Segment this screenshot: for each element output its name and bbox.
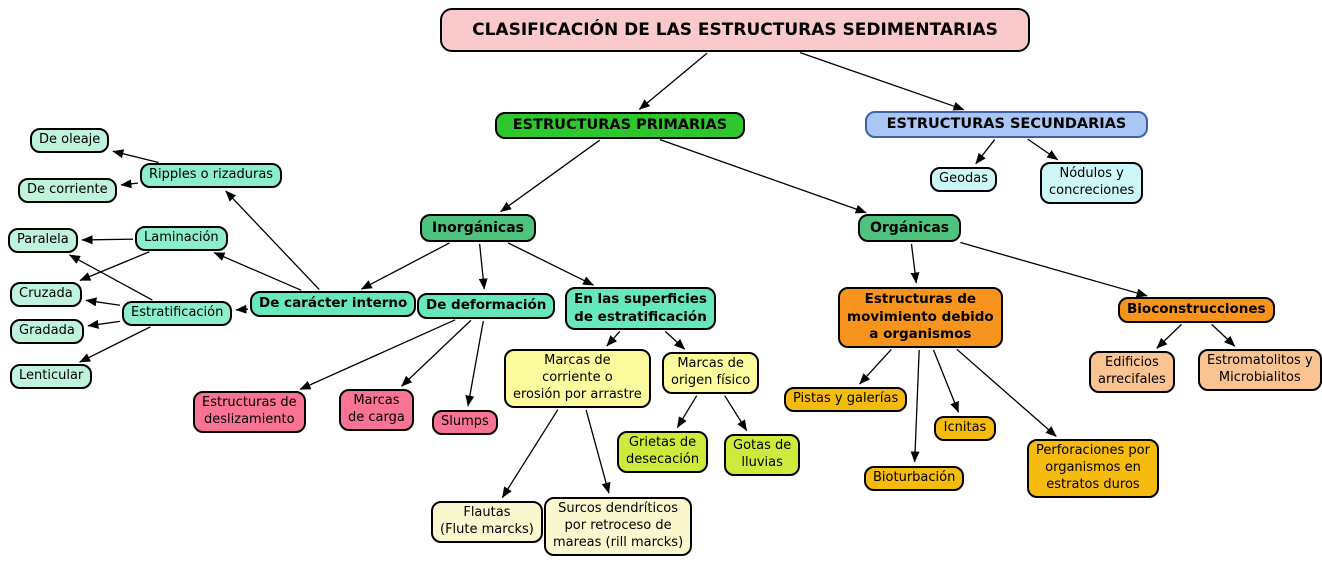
node-estratificacion[interactable]: Estratificación [122, 301, 233, 326]
edge-inorganicas-to-deformacion [478, 243, 488, 290]
node-flautas-flute-marcks[interactable]: Flautas (Flute marcks) [431, 501, 543, 543]
edge-estratificacion-to-lenticular [79, 326, 151, 363]
edge-marcas_origen-to-grietas [676, 395, 698, 429]
node-laminacion[interactable]: Laminación [135, 226, 228, 251]
node-estructuras-de-deslizamiento[interactable]: Estructuras de deslizamiento [193, 391, 306, 433]
node-organicas[interactable]: Orgánicas [858, 214, 962, 243]
edge-title-to-secundarias [799, 52, 965, 111]
node-cruzada[interactable]: Cruzada [10, 282, 82, 307]
node-nodulos-y-concreciones[interactable]: Nódulos y concreciones [1040, 162, 1144, 204]
edge-movimiento-to-icnitas [932, 349, 960, 413]
node-de-oleaje[interactable]: De oleaje [30, 128, 110, 153]
node-marcas-de-corriente-o-erosion[interactable]: Marcas de corriente o erosión por arrast… [504, 349, 651, 408]
node-de-caracter-interno[interactable]: De carácter interno [250, 291, 417, 317]
edge-primarias-to-organicas [659, 139, 867, 214]
edge-secundarias-to-nodulos [1027, 138, 1059, 161]
edge-superficies-to-marcas_corriente [606, 331, 621, 347]
node-ripples-o-rizaduras[interactable]: Ripples o rizaduras [140, 163, 283, 188]
edge-deformacion-to-deslizamiento [299, 319, 456, 390]
node-bioconstrucciones[interactable]: Bioconstrucciones [1118, 297, 1275, 323]
node-estructuras-primarias[interactable]: ESTRUCTURAS PRIMARIAS [495, 112, 745, 139]
node-icnitas[interactable]: Icnitas [934, 416, 996, 441]
edge-inorganicas-to-caracter_interno [360, 242, 450, 290]
edge-caracter_interno-to-laminacion [213, 251, 302, 291]
node-lenticular[interactable]: Lenticular [10, 364, 93, 389]
edge-title-to-primarias [638, 52, 708, 110]
node-marcas-de-carga[interactable]: Marcas de carga [339, 389, 414, 431]
edge-deformacion-to-slumps [465, 320, 484, 407]
node-geodas[interactable]: Geodas [930, 167, 998, 192]
edge-secundarias-to-geodas [975, 139, 996, 165]
node-marcas-de-origen-fisico[interactable]: Marcas de origen físico [662, 352, 760, 394]
edge-estratificacion-to-paralela [69, 254, 153, 301]
edge-marcas_corriente-to-flautas [501, 409, 559, 499]
node-title[interactable]: CLASIFICACIÓN DE LAS ESTRUCTURAS SEDIMEN… [440, 8, 1030, 53]
node-edificios-arrecifales[interactable]: Edificios arrecifales [1089, 351, 1175, 393]
edge-ripples-to-de_corriente [120, 179, 139, 189]
node-pistas-y-galerias[interactable]: Pistas y galerías [784, 387, 908, 412]
edge-organicas-to-movimiento [910, 243, 920, 284]
node-estructuras-secundarias[interactable]: ESTRUCTURAS SECUNDARIAS [865, 111, 1148, 138]
edge-deformacion-to-marcas_carga [401, 319, 472, 387]
node-de-deformacion[interactable]: De deformación [417, 293, 556, 319]
edge-bioconstrucciones-to-edificios [1156, 323, 1182, 349]
edge-movimiento-to-bioturbacion [910, 349, 920, 463]
node-surcos-dendriticos[interactable]: Surcos dendríticos por retroceso de mare… [544, 497, 693, 556]
node-estructuras-de-movimiento[interactable]: Estructuras de movimiento debido a organ… [838, 287, 1003, 348]
edge-estratificacion-to-cruzada [85, 297, 121, 307]
node-paralela[interactable]: Paralela [8, 228, 78, 253]
node-perforaciones-por-organismos[interactable]: Perforaciones por organismos en estratos… [1027, 439, 1159, 498]
edge-ripples-to-de_oleaje [112, 149, 159, 164]
node-bioturbacion[interactable]: Bioturbación [864, 466, 965, 491]
node-slumps[interactable]: Slumps [432, 410, 498, 435]
node-grietas-de-desecacion[interactable]: Grietas de desecación [617, 431, 709, 473]
node-gradada[interactable]: Gradada [10, 319, 84, 344]
edge-primarias-to-inorganicas [500, 139, 601, 213]
node-en-superficies-de-estratificacion[interactable]: En las superficies de estratificación [565, 287, 716, 331]
edge-inorganicas-to-superficies [507, 242, 594, 286]
edge-superficies-to-marcas_origen [664, 330, 686, 350]
edge-marcas_corriente-to-surcos [585, 409, 611, 494]
edge-caracter_interno-to-ripples [225, 190, 320, 290]
edge-bioconstrucciones-to-estromatolitos [1211, 323, 1236, 347]
edge-movimiento-to-pistas [859, 349, 892, 385]
edge-marcas_origen-to-gotas [724, 395, 748, 432]
node-gotas-de-lluvias[interactable]: Gotas de lluvias [724, 434, 801, 476]
edge-laminacion-to-paralela [81, 235, 134, 245]
edge-caracter_interno-to-estratificacion [235, 304, 249, 314]
node-de-corriente[interactable]: De corriente [18, 178, 117, 203]
edge-estratificacion-to-gradada [87, 319, 121, 329]
edge-laminacion-to-cruzada [79, 251, 150, 282]
node-inorganicas[interactable]: Inorgánicas [420, 214, 537, 243]
node-estromatolitos-y-microbialitos[interactable]: Estromatolitos y Microbialitos [1198, 349, 1322, 391]
